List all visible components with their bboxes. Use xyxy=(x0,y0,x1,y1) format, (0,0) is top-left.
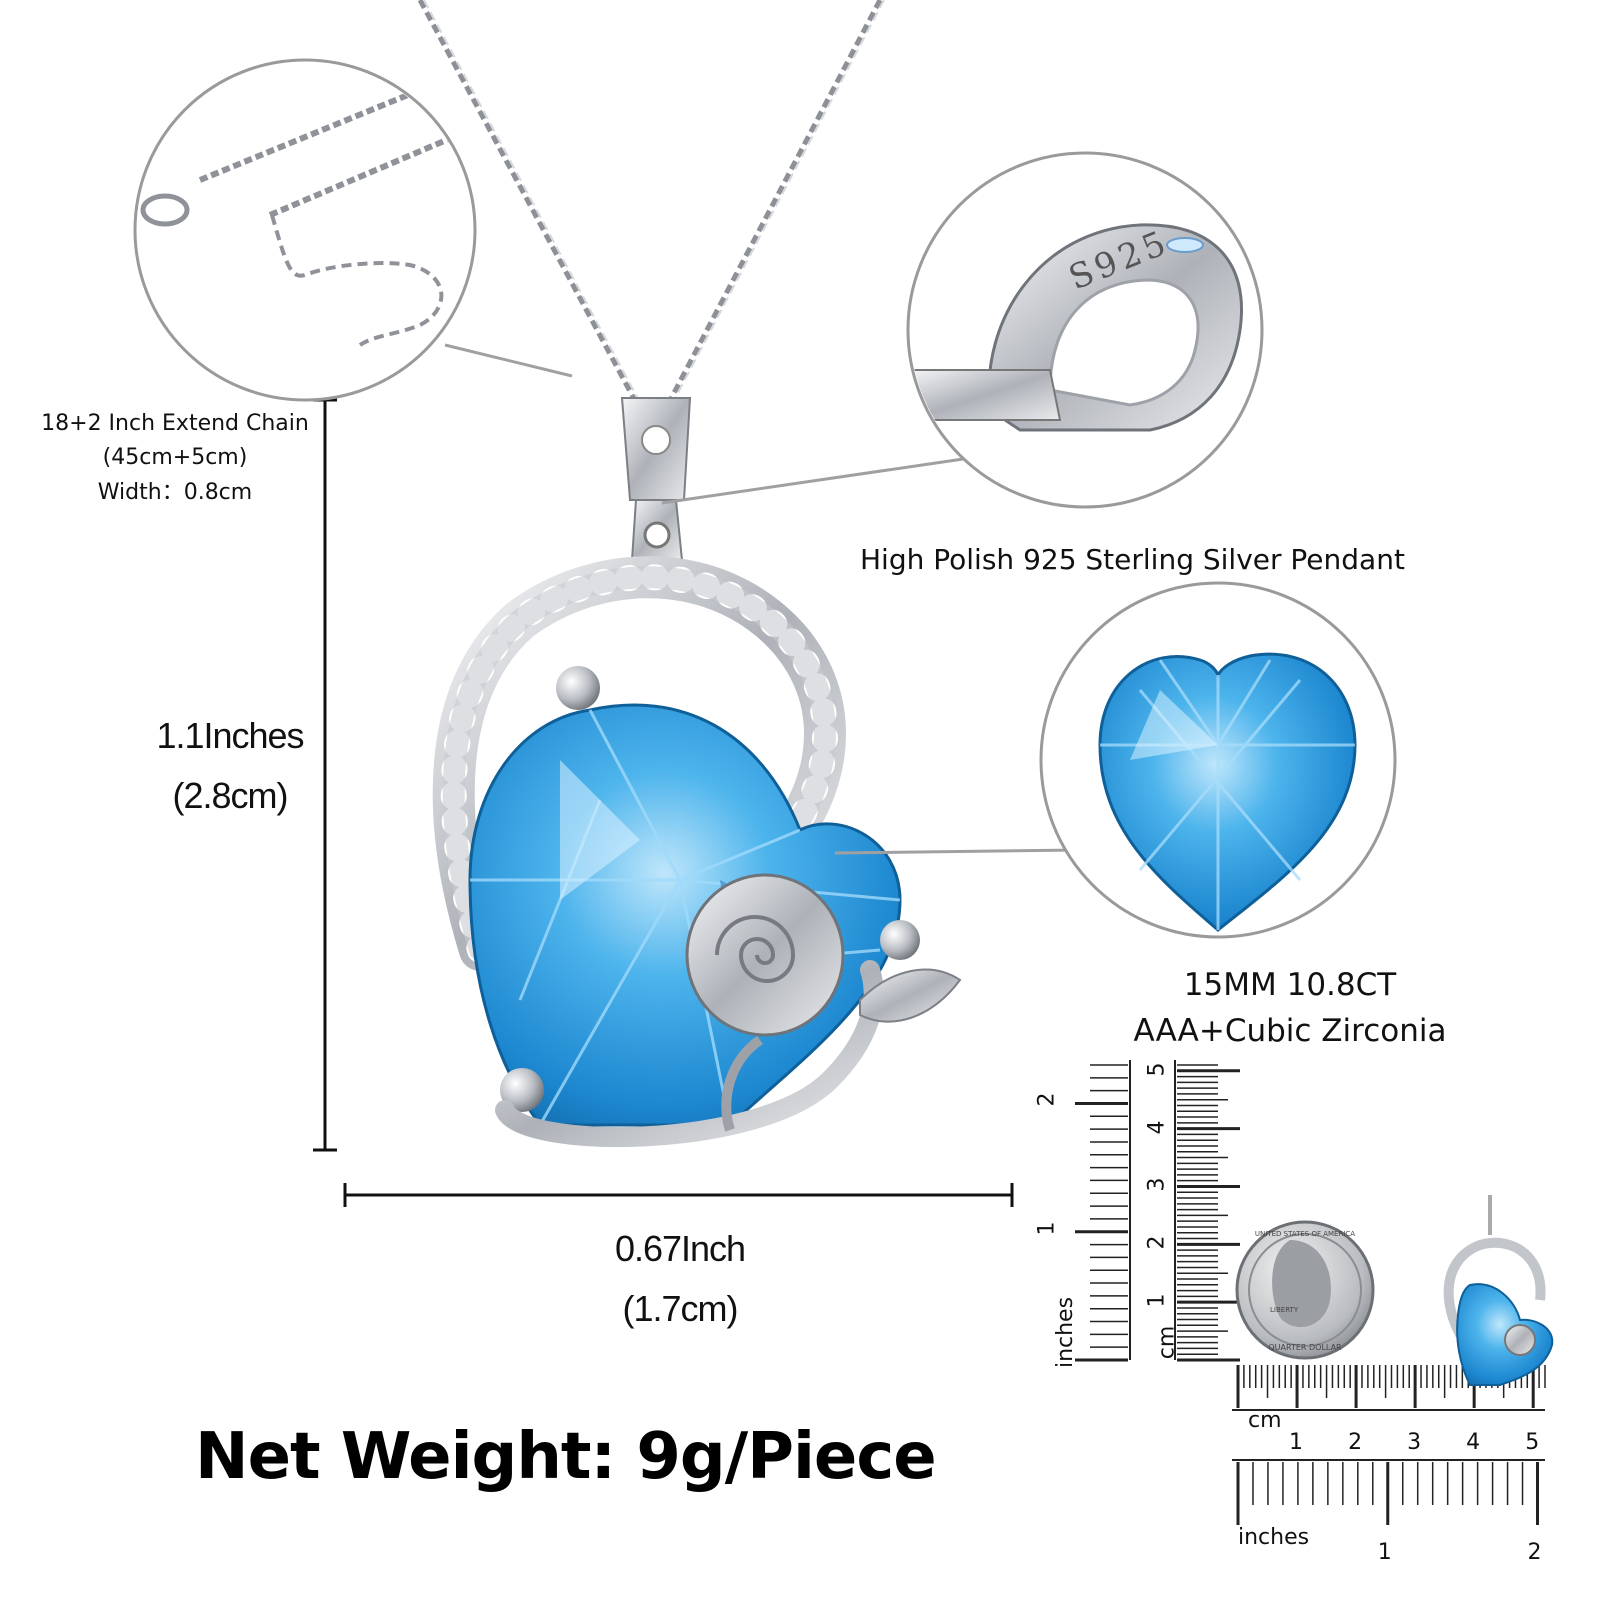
pendant-material-callout: High Polish 925 Sterling Silver Pendant xyxy=(860,543,1405,576)
pendant-thumbnail xyxy=(1443,1195,1554,1386)
ruler-label-horizontal-cm: 2 xyxy=(1348,1430,1363,1455)
ruler-label-vertical-inch: 1 xyxy=(1034,1221,1060,1236)
ruler-label-horizontal-inch: 2 xyxy=(1527,1540,1542,1565)
coin-top-text: UNITED STATES OF AMERICA xyxy=(1255,1230,1355,1238)
ruler-unit-horizontal-cm: cm xyxy=(1248,1408,1282,1433)
stone-size-label: 15MM 10.8CT xyxy=(1183,967,1397,1003)
width-cm-label: (1.7cm) xyxy=(622,1288,738,1329)
coin-bottom-text: QUARTER DOLLAR xyxy=(1268,1343,1342,1352)
height-inches-label: 1.1Inches xyxy=(156,715,304,756)
bail-detail-circle: S925 xyxy=(906,151,1264,509)
ruler-label-horizontal-inch: 1 xyxy=(1377,1540,1392,1565)
gem-detail-circle xyxy=(1039,581,1397,939)
prongs xyxy=(500,666,920,1112)
chain-width-label: Width：0.8cm xyxy=(97,480,253,505)
callout-lines xyxy=(444,343,1081,855)
box-chain xyxy=(417,0,885,412)
ruler-label-horizontal-cm: 1 xyxy=(1289,1430,1304,1455)
coin-liberty-text: LIBERTY xyxy=(1270,1306,1299,1314)
ruler-label-horizontal-cm: 5 xyxy=(1525,1430,1540,1455)
ruler-label-vertical-cm: 1 xyxy=(1144,1293,1170,1308)
heart-frame xyxy=(432,556,846,971)
ruler-label-vertical-cm: 2 xyxy=(1144,1235,1170,1250)
ruler-label-vertical-cm: 5 xyxy=(1144,1062,1170,1077)
ruler-label-horizontal-cm: 3 xyxy=(1407,1430,1422,1455)
ruler-unit-vertical-cm: cm xyxy=(1154,1325,1180,1360)
ruler-label-vertical-inch: 2 xyxy=(1034,1092,1060,1107)
vertical-ruler xyxy=(1075,1060,1240,1362)
ruler-unit-horizontal-inches: inches xyxy=(1238,1525,1310,1550)
height-cm-label: (2.8cm) xyxy=(172,775,288,816)
pendant-bail xyxy=(620,397,692,561)
rose-ornament xyxy=(495,873,962,1147)
horizontal-ruler xyxy=(1232,1365,1546,1525)
quarter-coin: UNITED STATES OF AMERICA QUARTER DOLLAR … xyxy=(1235,1220,1375,1360)
stone-type-label: AAA+Cubic Zirconia xyxy=(1133,1013,1447,1049)
net-weight-label: Net Weight: 9g/Piece xyxy=(195,1420,937,1494)
chain-length-label: 18+2 Inch Extend Chain xyxy=(41,411,309,436)
ruler-label-horizontal-cm: 4 xyxy=(1466,1430,1481,1455)
ruler-label-vertical-cm: 3 xyxy=(1144,1177,1170,1192)
width-dimension-line xyxy=(343,1183,1014,1207)
chain-detail-circle xyxy=(133,58,477,402)
chain-length-cm-label: (45cm+5cm) xyxy=(102,445,248,470)
width-inches-label: 0.67Inch xyxy=(614,1228,746,1269)
ruler-label-vertical-cm: 4 xyxy=(1144,1120,1170,1135)
ruler-unit-vertical-inches: inches xyxy=(1053,1296,1079,1369)
